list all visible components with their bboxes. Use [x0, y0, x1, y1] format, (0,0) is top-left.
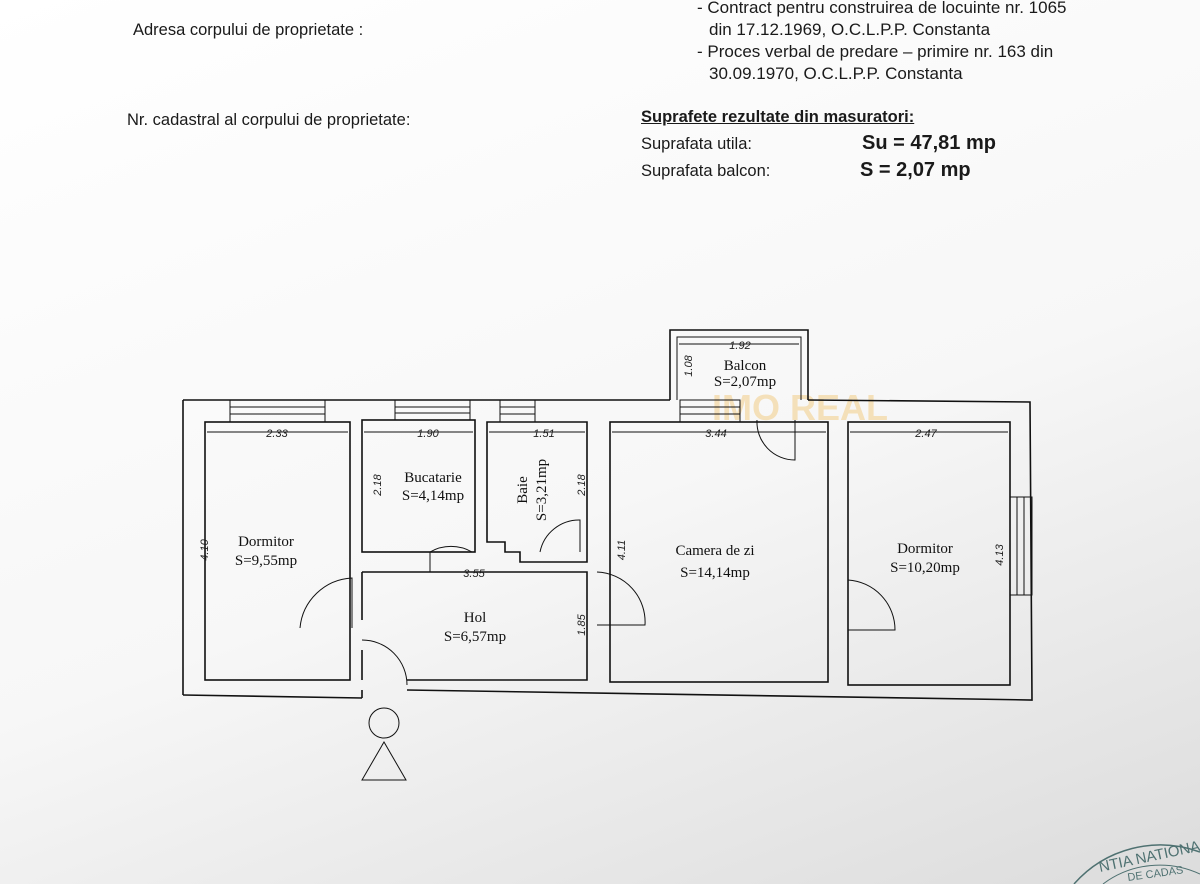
dimension-label: 3.44: [705, 428, 726, 440]
room-area: S=3,21mp: [534, 459, 550, 521]
document-line: - Proces verbal de predare – primire nr.…: [697, 42, 1054, 61]
room-name: Hol: [464, 610, 487, 626]
document-line: - Contract pentru construirea de locuint…: [697, 0, 1067, 17]
balcony-walls: [669, 329, 809, 400]
entrance-marker-icon: [361, 707, 407, 781]
room-area: S=2,07mp: [714, 374, 776, 390]
dimension-label: 2.47: [914, 428, 937, 440]
cadastre-stamp: NTIA NATIONALA DE CADAS: [1073, 834, 1200, 884]
door-icon: [299, 419, 896, 686]
watermark: IMO REAL: [712, 387, 888, 428]
room-area: S=6,57mp: [444, 629, 506, 645]
dimension-label: 4.10: [199, 538, 211, 560]
room-name: Dormitor: [897, 541, 953, 557]
room-dormitor-left: [204, 421, 351, 681]
dimension-label: 1.85: [576, 613, 588, 635]
address-label: Adresa corpului de proprietate :: [133, 21, 364, 39]
dimension-label: 3.55: [463, 568, 485, 580]
room-name: Dormitor: [238, 534, 294, 550]
dimension-label: 2.18: [576, 473, 588, 496]
dimension-label: 1.92: [729, 340, 750, 352]
useful-area-value: Su = 47,81 mp: [862, 132, 996, 154]
balcony-area-value: S = 2,07 mp: [860, 159, 971, 181]
document-line: din 17.12.1969, O.C.L.P.P. Constanta: [709, 20, 991, 39]
balcony-area-label: Suprafata balcon:: [641, 162, 771, 180]
cadastral-label: Nr. cadastral al corpului de proprietate…: [127, 111, 411, 129]
room-area: S=9,55mp: [235, 553, 297, 569]
room-area: S=10,20mp: [890, 560, 960, 576]
dimension-label: 2.18: [372, 473, 384, 496]
surfaces-title: Suprafete rezultate din masuratori:: [641, 108, 915, 126]
document-line: 30.09.1970, O.C.L.P.P. Constanta: [709, 64, 963, 83]
useful-area-label: Suprafata utila:: [641, 135, 752, 153]
dimension-label: 2.33: [265, 428, 288, 440]
room-name: Bucatarie: [404, 470, 462, 486]
dimension-label: 1.90: [417, 428, 439, 440]
room-name: Baie: [515, 476, 531, 504]
room-name: Camera de zi: [675, 543, 754, 559]
room-hol: [361, 571, 588, 681]
room-name: Balcon: [724, 358, 767, 374]
dimension-label: 1.51: [533, 428, 554, 440]
dimension-label: 1.08: [683, 354, 695, 376]
dimension-lines: [207, 343, 1008, 573]
room-area: S=4,14mp: [402, 488, 464, 504]
room-area: S=14,14mp: [680, 565, 750, 581]
room-baie: [486, 421, 588, 563]
dimension-label: 4.11: [616, 540, 628, 561]
window-icon: [229, 399, 1033, 596]
dimension-label: 4.13: [994, 543, 1006, 565]
